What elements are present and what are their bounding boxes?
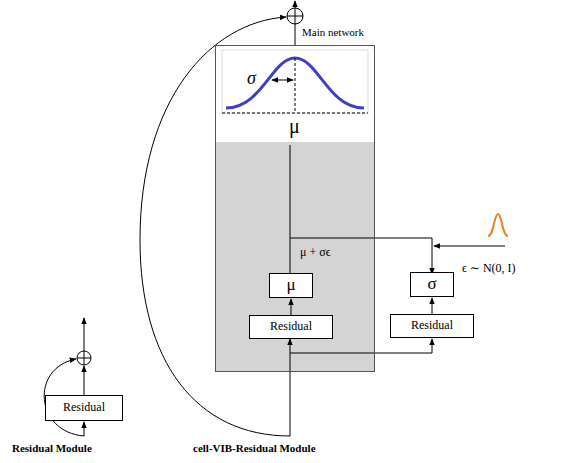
wire — [295, 24, 296, 45]
box-text: σ — [427, 275, 436, 294]
connector-arrow — [432, 298, 433, 314]
region-fill — [215, 45, 375, 372]
vib-region: σ μ μResidual — [215, 45, 375, 372]
noise-arrow — [434, 246, 505, 247]
plus-sign — [295, 8, 296, 24]
plus-sign — [84, 351, 85, 365]
box-text: Residual — [270, 320, 312, 333]
box-text: Residual — [63, 401, 105, 414]
mean-dashed — [295, 58, 296, 113]
wire — [290, 145, 291, 275]
input-arrow — [290, 339, 291, 436]
sigma-box: σ — [410, 272, 454, 297]
sum-node — [287, 8, 303, 24]
module-caption: Residual Module — [12, 442, 92, 454]
noise-gaussian — [488, 214, 508, 236]
sigma-label: σ — [247, 69, 256, 87]
plot-area — [222, 50, 368, 113]
branch-wire — [290, 339, 432, 353]
wire — [84, 366, 85, 395]
output-arrow — [84, 318, 85, 351]
sum-node — [77, 351, 91, 365]
box-text: μ — [286, 276, 295, 295]
sigma-arrow — [272, 80, 293, 81]
module-caption: cell-VIB-Residual Module — [193, 442, 316, 454]
connector-arrow — [291, 299, 292, 315]
noise-formula: ϵ ∼ N(0, I) — [462, 262, 516, 275]
mu-label: μ — [289, 116, 300, 136]
residual-box: Residual — [249, 315, 333, 339]
output-arrow — [295, 1, 296, 8]
sample-formula: μ + σϵ — [300, 246, 331, 259]
region-top-fill — [215, 45, 375, 142]
input-arrow — [84, 422, 85, 436]
residual-box: Residual — [390, 314, 474, 338]
sample-wire — [290, 238, 432, 274]
mu-box: μ — [269, 273, 313, 298]
network-label: Main network — [302, 26, 364, 38]
residual-box: Residual — [45, 395, 123, 421]
box-text: Residual — [411, 319, 453, 332]
